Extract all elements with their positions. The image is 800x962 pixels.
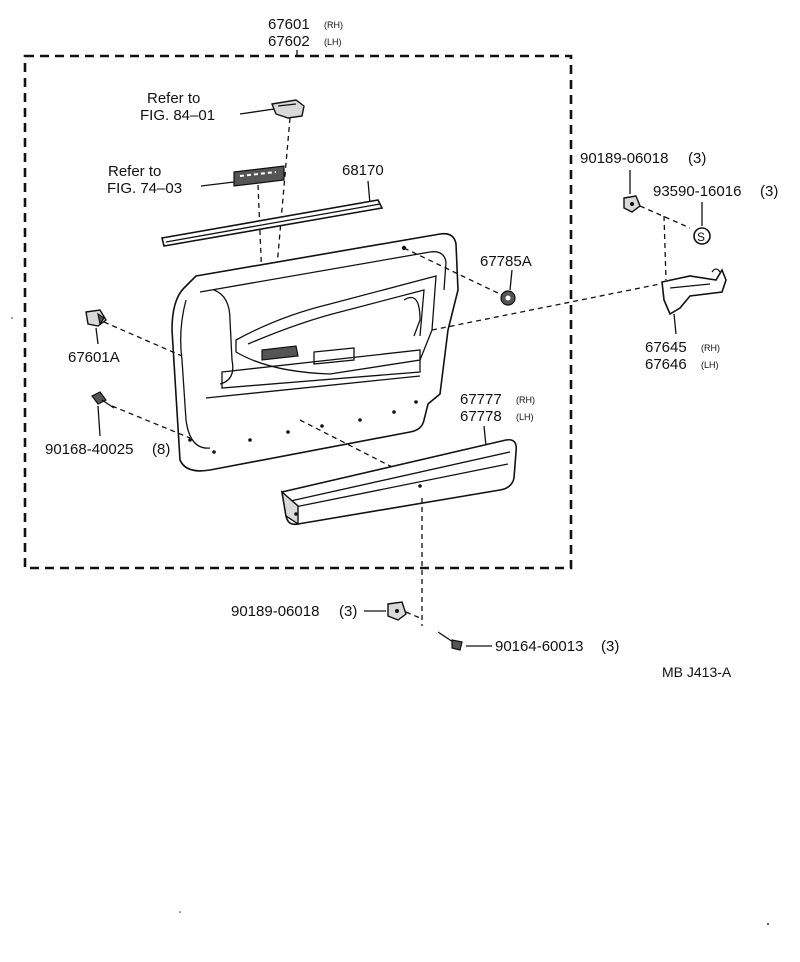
- switch-dash: [257, 184, 263, 281]
- bracket-leader: [673, 313, 677, 335]
- nut-67785a-part: 67785A: [480, 253, 532, 270]
- board-armrest-dash: [299, 419, 399, 471]
- handle-ref-line1: Refer to: [147, 90, 200, 107]
- svg-text:S: S: [697, 230, 705, 244]
- nut-right-qty: (3): [688, 150, 706, 167]
- bracket-lh-tag: (LH): [701, 360, 719, 370]
- clip-leader: [95, 327, 99, 345]
- nut-67785a-dash: [403, 247, 505, 297]
- nut-right-dash: [639, 205, 691, 229]
- armrest-part-lh: 67778: [460, 408, 502, 425]
- nut-right-part: 90189-06018: [580, 150, 668, 167]
- assembly-frame: [23, 54, 573, 570]
- screw-left-leader: [97, 405, 101, 437]
- nut-bottom-dash: [405, 611, 421, 619]
- nut-67785a-leader: [509, 269, 513, 291]
- assembly-part-rh: 67601: [268, 16, 310, 33]
- handle-ref-line2: FIG. 84–01: [140, 107, 215, 124]
- bracket-part-rh: 67645: [645, 339, 687, 356]
- screw-bottom-qty: (3): [601, 638, 619, 655]
- bracket-dash: [431, 283, 661, 331]
- armrest-rh-tag: (RH): [516, 395, 535, 405]
- assembly-rh-tag: (RH): [324, 20, 343, 30]
- bracket-icon: [661, 268, 727, 316]
- nut-right-icon: [623, 195, 641, 213]
- nut-bottom-icon: [387, 601, 407, 621]
- nut-bottom-qty: (3): [339, 603, 357, 620]
- nut-67785a-icon: [500, 290, 516, 306]
- nut-bracket-dash: [663, 215, 667, 281]
- door-trim-board-icon: [171, 232, 459, 472]
- screw-right-part: 93590-16016: [653, 183, 741, 200]
- weatherstrip-leader: [367, 180, 371, 205]
- armrest-leader: [483, 425, 487, 447]
- switch-leader: [200, 181, 235, 187]
- screw-left-qty: (8): [152, 441, 170, 458]
- screw-left-part: 90168-40025: [45, 441, 133, 458]
- screw-bottom-icon: [437, 631, 463, 651]
- weatherstrip-part: 68170: [342, 162, 384, 179]
- bracket-part-lh: 67646: [645, 356, 687, 373]
- clip-icon: [85, 309, 107, 327]
- switch-ref-line1: Refer to: [108, 163, 161, 180]
- nut-bottom-part: 90189-06018: [231, 603, 319, 620]
- armrest-part-rh: 67777: [460, 391, 502, 408]
- screw-bottom-part: 90164-60013: [495, 638, 583, 655]
- assembly-part-lh: 67602: [268, 33, 310, 50]
- armrest-icon: [280, 438, 518, 526]
- screw-right-qty: (3): [760, 183, 778, 200]
- switch-bezel-icon: [233, 165, 285, 187]
- weatherstrip-icon: [161, 199, 384, 247]
- bracket-rh-tag: (RH): [701, 343, 720, 353]
- switch-ref-line2: FIG. 74–03: [107, 180, 182, 197]
- armrest-lh-tag: (LH): [516, 412, 534, 422]
- s-mark-icon: S: [693, 227, 711, 245]
- screw-left-icon: [91, 391, 115, 409]
- handle-leader: [239, 108, 275, 115]
- drawing-code: MB J413-A: [662, 664, 732, 680]
- inside-handle-icon: [271, 99, 305, 119]
- assembly-lh-tag: (LH): [324, 37, 342, 47]
- clip-part: 67601A: [68, 349, 120, 366]
